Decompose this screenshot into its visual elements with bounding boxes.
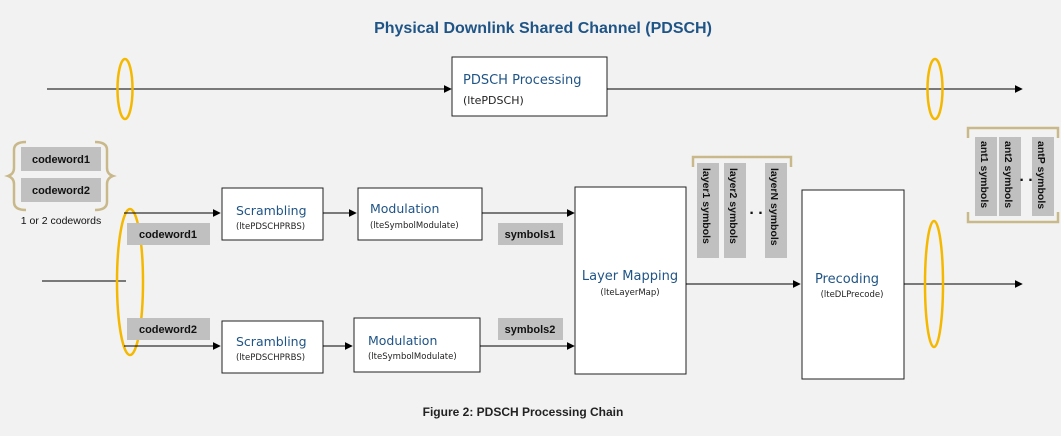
codewords-left-brace — [4, 140, 27, 212]
layer-mapping-title: Layer Mapping — [582, 269, 678, 284]
antennas-bottom-brace — [966, 212, 1060, 224]
ant2-box — [999, 137, 1021, 216]
codeword2-label: codeword2 — [32, 185, 90, 197]
branch1-scrambling-block — [221, 187, 324, 241]
top-left-ellipse — [116, 57, 134, 121]
branch1-symbols-label: symbols1 — [505, 229, 556, 241]
codewords-note: 1 or 2 codewords — [21, 215, 102, 227]
diagram-title: Physical Downlink Shared Channel (PDSCH) — [374, 20, 712, 37]
branch2-modulation-title: Modulation — [368, 333, 437, 348]
branch2-codeword-box — [127, 318, 210, 340]
precoding-block — [801, 189, 905, 380]
branch1-scrambling-title: Scrambling — [236, 203, 307, 218]
ant2-label: ant2 symbols — [1002, 141, 1014, 208]
branch1-modulation-block — [357, 187, 483, 241]
layer-mapping-block — [574, 186, 687, 375]
codewords-right-brace — [94, 140, 117, 212]
branch2-symbols-label: symbols2 — [505, 324, 556, 336]
antennas-ellipsis: . . — [1019, 168, 1032, 185]
antennas-top-brace — [966, 126, 1060, 138]
layerN-label: layerN symbols — [768, 168, 780, 246]
codeword2-box — [21, 178, 101, 202]
branch1-modulation-title: Modulation — [370, 201, 439, 216]
precoding-title: Precoding — [815, 272, 879, 287]
branch2-codeword-label: codeword2 — [139, 324, 197, 336]
layers-ellipsis: . . — [749, 201, 762, 218]
branch1-codeword-label: codeword1 — [139, 229, 197, 241]
pdsch-processing-block — [451, 56, 608, 117]
top-right-ellipse — [926, 57, 944, 121]
branch1-modulation-func: (lteSymbolModulate) — [370, 221, 459, 231]
layers-brace — [691, 155, 793, 167]
split-ellipse — [115, 207, 145, 357]
branch1-symbols-box — [498, 223, 563, 245]
layer2-label: layer2 symbols — [727, 168, 739, 244]
ant1-label: ant1 symbols — [978, 141, 990, 208]
layerN-box — [765, 163, 787, 258]
branch2-scrambling-func: (ltePDSCHPRBS) — [236, 353, 305, 363]
codeword1-label: codeword1 — [32, 154, 90, 166]
figure-caption: Figure 2: PDSCH Processing Chain — [423, 405, 624, 419]
ant1-box — [975, 137, 997, 216]
layer-mapping-func: (lteLayerMap) — [600, 288, 659, 298]
antP-box — [1032, 137, 1054, 216]
branch1-scrambling-func: (ltePDSCHPRBS) — [236, 222, 305, 232]
pdsch-processing-title: PDSCH Processing — [463, 73, 582, 88]
branch2-modulation-block — [353, 317, 481, 373]
antP-label: antP symbols — [1035, 141, 1047, 209]
pdsch-processing-func: (ltePDSCH) — [463, 94, 524, 107]
branch1-codeword-box — [127, 223, 210, 245]
codeword1-box — [21, 147, 101, 171]
branch2-modulation-func: (lteSymbolModulate) — [368, 352, 457, 362]
output-ellipse — [923, 219, 945, 349]
branch2-scrambling-title: Scrambling — [236, 334, 307, 349]
layer2-box — [724, 163, 746, 258]
precoding-func: (lteDLPrecode) — [821, 290, 884, 300]
branch2-symbols-box — [498, 318, 563, 340]
branch2-scrambling-block — [221, 320, 324, 374]
layer1-label: layer1 symbols — [700, 168, 712, 244]
layer1-box — [697, 163, 719, 258]
